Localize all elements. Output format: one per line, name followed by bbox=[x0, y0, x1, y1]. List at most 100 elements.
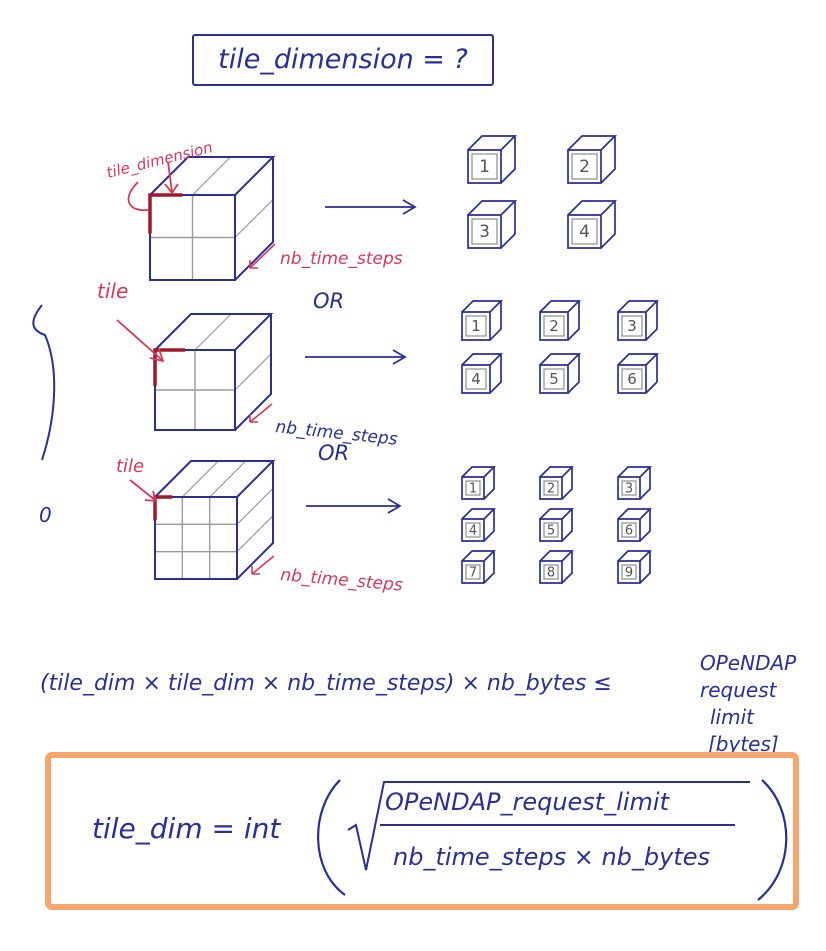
formula-denominator: nb_time_steps × nb_bytes bbox=[393, 843, 710, 871]
tile-number: 6 bbox=[625, 523, 633, 538]
time-steps-label-1: nb_time_steps bbox=[280, 249, 403, 269]
tile-number-box bbox=[471, 153, 498, 180]
tile-number: 7 bbox=[469, 565, 477, 580]
tile-number-box bbox=[543, 315, 565, 337]
tile-number-box bbox=[571, 153, 598, 180]
tile-number: 3 bbox=[627, 317, 637, 335]
cube-grid-line bbox=[234, 353, 272, 391]
formula-left-paren bbox=[317, 779, 346, 896]
arrow-2 bbox=[305, 349, 407, 365]
tile-number: 9 bbox=[625, 565, 633, 580]
opendap-limit-line: OPeNDAP bbox=[700, 651, 797, 675]
tile-cube-outline bbox=[617, 508, 653, 542]
time-steps-arrow-2 bbox=[249, 403, 273, 423]
time-steps-label-3: nb_time_steps bbox=[280, 565, 404, 596]
tile-dimension-arrow bbox=[164, 161, 179, 195]
tile-cube-outline bbox=[567, 135, 618, 184]
tile-cube-4: 4 bbox=[461, 508, 497, 542]
tile-cube-1: 1 bbox=[461, 466, 497, 500]
source-cubes bbox=[148, 156, 276, 580]
formula-lhs: tile_dim = int bbox=[92, 812, 281, 845]
tile-number: 3 bbox=[479, 222, 490, 242]
arrows bbox=[305, 199, 417, 514]
opendap-limit-line: limit bbox=[710, 705, 755, 729]
tile-number: 2 bbox=[579, 157, 590, 177]
cube-outline bbox=[154, 313, 274, 431]
tile-cube-outline bbox=[539, 550, 575, 584]
cube-grid-line bbox=[181, 460, 219, 498]
tile-number: 2 bbox=[547, 481, 555, 496]
tile-number-box bbox=[543, 480, 559, 496]
cube-grid-line bbox=[192, 156, 231, 196]
tile-number: 1 bbox=[469, 481, 477, 496]
cube-outline bbox=[154, 460, 276, 580]
tile-number: 4 bbox=[469, 523, 477, 538]
time-steps-arrow-1 bbox=[249, 243, 276, 269]
tile-cube-outline bbox=[539, 353, 582, 394]
opendap-limit-line: request bbox=[700, 678, 778, 702]
tile-number: 1 bbox=[479, 157, 490, 177]
title-box bbox=[192, 34, 494, 86]
cube-grid-line bbox=[194, 313, 232, 351]
title-text: tile_dimension = ? bbox=[218, 44, 468, 75]
time-steps-arrow-3 bbox=[251, 555, 275, 575]
left-paren-sketch bbox=[32, 304, 56, 461]
tile-arrow-2 bbox=[129, 479, 158, 503]
tile-number-box bbox=[621, 315, 643, 337]
tile-number: 6 bbox=[627, 370, 637, 388]
tile-label-1: tile bbox=[97, 279, 128, 303]
tile-number-box bbox=[465, 480, 481, 496]
radical-sign bbox=[347, 781, 750, 871]
formula-box bbox=[45, 752, 799, 910]
tile-dimension-bracket bbox=[127, 181, 149, 212]
tile-cube-6: 6 bbox=[617, 353, 660, 394]
tile-number-box bbox=[465, 564, 481, 580]
tile-number: 1 bbox=[471, 317, 481, 335]
source-cube-3 bbox=[153, 460, 276, 580]
tile-cube-outline bbox=[617, 550, 653, 584]
tile-number-box bbox=[621, 480, 637, 496]
tile-number: 5 bbox=[549, 370, 559, 388]
tile-number-box bbox=[465, 368, 487, 390]
formula-right-paren bbox=[757, 779, 788, 901]
arrow-1 bbox=[325, 199, 417, 215]
tile-cube-outline bbox=[539, 466, 575, 500]
tile-cube-outline bbox=[461, 300, 504, 341]
tile-number-box bbox=[465, 315, 487, 337]
tile-number-box bbox=[621, 522, 637, 538]
zero-label: 0 bbox=[39, 503, 52, 527]
tile-cube-outline bbox=[617, 466, 653, 500]
tile-cube-outline bbox=[461, 508, 497, 542]
tile-number-box bbox=[465, 522, 481, 538]
tile-number: 3 bbox=[625, 481, 633, 496]
tile-cube-8: 8 bbox=[539, 550, 575, 584]
highlighted-tile-edge bbox=[153, 495, 173, 521]
cube-grid-line bbox=[209, 460, 247, 498]
tile-cube-2: 2 bbox=[567, 135, 618, 184]
tile-cube-outline bbox=[467, 135, 518, 184]
tile-number-box bbox=[571, 218, 598, 245]
tile-cube-outline bbox=[539, 300, 582, 341]
tile-number: 2 bbox=[549, 317, 559, 335]
tile-cube-outline bbox=[461, 466, 497, 500]
tile-cube-2: 2 bbox=[539, 466, 575, 500]
tile-cube-3: 3 bbox=[617, 466, 653, 500]
tile-label-2: tile bbox=[116, 456, 144, 477]
highlighted-tile-edge bbox=[153, 348, 185, 386]
tile-cube-4: 4 bbox=[461, 353, 504, 394]
tile-dimension-label: tile_dimension bbox=[105, 138, 215, 183]
tile-cube-1: 1 bbox=[467, 135, 518, 184]
tile-cube-3: 3 bbox=[467, 200, 518, 249]
tile-cube-outline bbox=[617, 353, 660, 394]
tile-cube-1: 1 bbox=[461, 300, 504, 341]
cube-grid-line bbox=[236, 487, 274, 525]
tile-cube-outline bbox=[567, 200, 618, 249]
tile-cube-7: 7 bbox=[461, 550, 497, 584]
tile-cube-outline bbox=[617, 300, 660, 341]
inequality-left: (tile_dim × tile_dim × nb_time_steps) × … bbox=[40, 671, 612, 696]
tile-cube-outline bbox=[467, 200, 518, 249]
tile-cube-6: 6 bbox=[617, 508, 653, 542]
tile-number-box bbox=[621, 564, 637, 580]
